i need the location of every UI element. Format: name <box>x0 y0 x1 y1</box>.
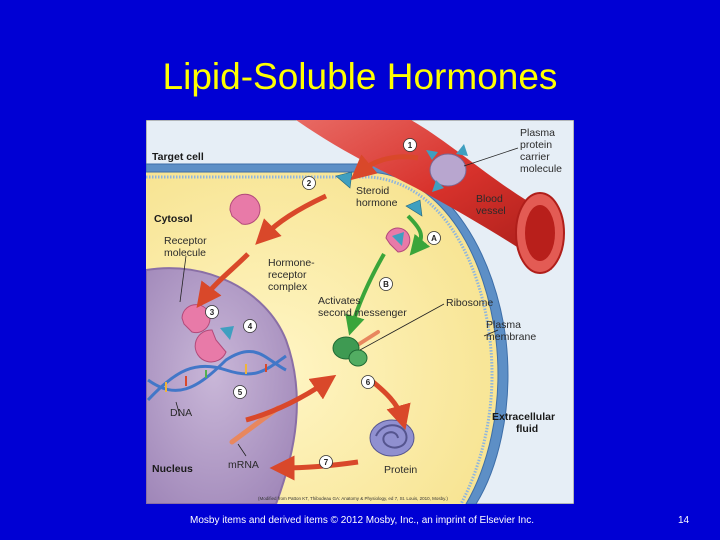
pointer-carrier <box>463 147 519 167</box>
dna-helix-icon <box>146 349 287 402</box>
label-mrna: mRNA <box>228 459 259 471</box>
step-marker-2: 2 <box>302 176 316 190</box>
label-hrc-2: receptor <box>268 269 307 281</box>
label-ppcm-4: molecule <box>520 163 562 175</box>
membrane-receptor-complex-icon <box>385 227 411 253</box>
label-steroid-2: hormone <box>356 197 398 209</box>
slide-footer: Mosby items and derived items © 2012 Mos… <box>190 515 534 526</box>
label-ppcm-2: protein <box>520 139 552 151</box>
step-marker-A: A <box>427 231 441 245</box>
label-pm-1: Plasma <box>486 319 521 331</box>
ribosome-icon <box>332 336 368 367</box>
protein-icon <box>369 419 415 457</box>
step-marker-6: 6 <box>361 375 375 389</box>
hormone-receptor-complex-icon <box>194 326 234 363</box>
arrow-step-5 <box>245 374 337 423</box>
arrow-step-1 <box>350 154 419 181</box>
step-marker-5: 5 <box>233 385 247 399</box>
label-activates-2: second messenger <box>318 307 407 319</box>
step-number: B <box>383 280 389 289</box>
step-number: 4 <box>248 322 253 331</box>
label-hrc-1: Hormone- <box>268 257 315 269</box>
step-number: 6 <box>366 378 371 387</box>
label-ppcm-1: Plasma <box>520 127 555 139</box>
arrow-step-2 <box>255 193 328 245</box>
label-receptor-2: molecule <box>164 247 206 259</box>
lipid-soluble-hormone-diagram: 1 2 3 4 5 6 7 A B Target cell Cytosol Re… <box>146 120 574 504</box>
step-number: 5 <box>238 388 243 397</box>
step-marker-3: 3 <box>205 305 219 319</box>
step-marker-B: B <box>379 277 393 291</box>
label-steroid-1: Steroid <box>356 185 389 197</box>
membrane-inner-line <box>146 175 494 504</box>
step-number: 2 <box>307 179 312 188</box>
step-marker-7: 7 <box>319 455 333 469</box>
step-number: 3 <box>210 308 215 317</box>
step-number: 1 <box>408 141 413 150</box>
label-receptor-1: Receptor <box>164 235 207 247</box>
label-ppcm-3: carrier <box>520 151 550 163</box>
blood-vessel-lumen <box>525 205 555 261</box>
label-ribosome: Ribosome <box>446 297 493 309</box>
label-hrc-3: complex <box>268 281 308 293</box>
arrow-step-3 <box>196 252 250 308</box>
mrna-strand-icon-2 <box>354 330 380 348</box>
step-marker-4: 4 <box>243 319 257 333</box>
receptor-molecule-icon <box>229 193 261 225</box>
label-pm-2: membrane <box>486 331 536 343</box>
pointer-membrane <box>483 329 499 337</box>
pointer-dna <box>175 401 181 417</box>
plasma-membrane <box>146 163 509 504</box>
arrow-step-A <box>406 214 431 256</box>
label-dna: DNA <box>170 407 192 419</box>
slide-title: Lipid-Soluble Hormones <box>162 56 558 97</box>
label-nucleus: Nucleus <box>152 463 193 475</box>
page-number: 14 <box>678 515 690 526</box>
label-blood-1: Blood <box>476 193 503 205</box>
step-number: 7 <box>324 458 329 467</box>
label-target-cell: Target cell <box>152 151 204 163</box>
pointer-ribosome <box>359 303 445 351</box>
carrier-protein-icon <box>426 144 468 192</box>
label-ecf-2: fluid <box>516 423 538 435</box>
label-protein: Protein <box>384 464 417 476</box>
step-number: A <box>431 234 437 243</box>
arrow-step-7 <box>269 455 359 481</box>
label-cytosol: Cytosol <box>154 213 193 225</box>
pointer-mrna <box>237 443 247 457</box>
pointer-receptor <box>179 255 187 303</box>
steroid-hormone-icon-2 <box>405 199 423 217</box>
figure-credit: (Modified from Patton KT, Thibodeau GA: … <box>258 496 448 501</box>
step-marker-1: 1 <box>403 138 417 152</box>
arrow-step-B <box>345 253 386 336</box>
label-ecf-1: Extracellular <box>492 411 555 423</box>
label-activates-1: Activates <box>318 295 361 307</box>
label-blood-2: vessel <box>476 205 506 217</box>
